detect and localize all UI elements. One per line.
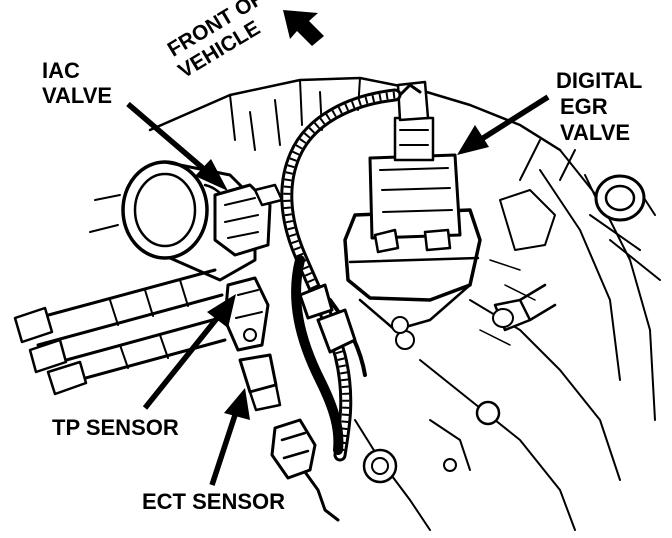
- digital-egr-valve-label-line1: DIGITAL: [556, 68, 643, 93]
- digital-egr-valve-label: DIGITAL EGR VALVE: [556, 68, 642, 146]
- ect-sensor-label: ECT SENSOR: [142, 491, 285, 513]
- egr-valve-pointer: [457, 94, 550, 155]
- tp-sensor-label: TP SENSOR: [52, 417, 179, 439]
- tp-sensor-body: [223, 276, 270, 352]
- engine-bosses: [362, 330, 501, 484]
- iac-valve-label-line2: VALVE: [42, 83, 113, 108]
- iac-valve-label: IAC VALVE: [42, 58, 112, 108]
- fuel-rail-tubes: [13, 268, 227, 396]
- thermostat-housing: [584, 174, 656, 222]
- iac-valve-label-line1: IAC: [42, 58, 80, 83]
- spark-plug: [492, 283, 557, 332]
- egr-valve-body: [343, 80, 482, 334]
- throttle-body: [89, 160, 257, 282]
- ect-sensor-label-text: ECT SENSOR: [142, 489, 286, 514]
- digital-egr-valve-label-line3: VALVE: [560, 120, 631, 145]
- tp-sensor-label-text: TP SENSOR: [52, 415, 179, 440]
- ect-sensor-body: [238, 353, 282, 412]
- ect-connector: [270, 418, 340, 522]
- digital-egr-valve-label-line2: EGR: [560, 94, 608, 119]
- tp-sensor-pointer: [142, 294, 236, 410]
- iac-valve-body: [213, 183, 284, 257]
- iac-valve-pointer: [126, 101, 228, 191]
- front-direction-icon: [283, 10, 324, 46]
- wiring-harness: [280, 83, 422, 462]
- ect-sensor-pointer: [209, 388, 250, 486]
